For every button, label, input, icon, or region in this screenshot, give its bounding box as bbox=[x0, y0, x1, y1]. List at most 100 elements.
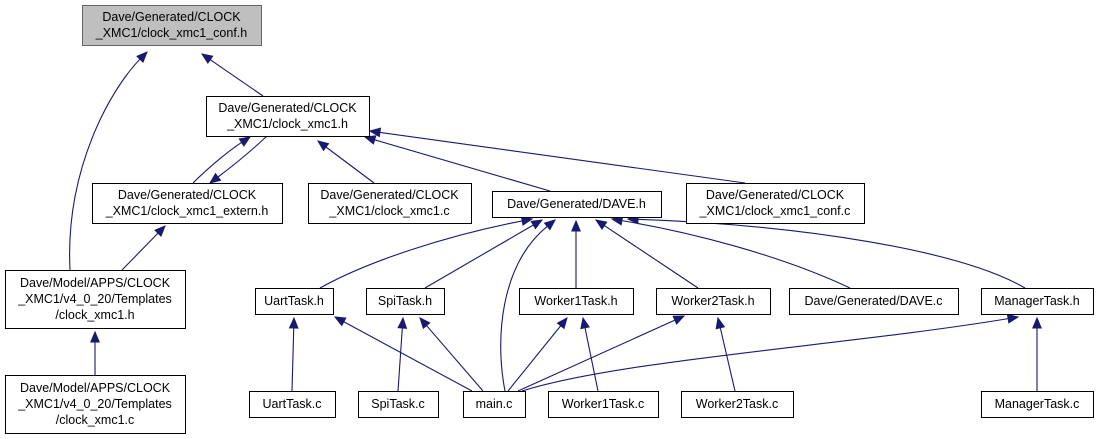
node-worker2task_h[interactable]: Worker2Task.h bbox=[656, 288, 771, 315]
node-box bbox=[255, 288, 334, 315]
edge-line bbox=[325, 146, 375, 184]
edge-line bbox=[424, 224, 534, 289]
arrowhead-icon bbox=[580, 316, 590, 330]
edge-clock_xmc1_h-to-clock_xmc1_extern_h bbox=[208, 135, 268, 184]
node-label-line: Worker1Task.c bbox=[562, 397, 644, 411]
arrowhead-icon bbox=[397, 316, 408, 329]
edge-line bbox=[379, 131, 746, 184]
node-clock_xmc1_extern_h[interactable]: Dave/Generated/CLOCK_XMC1/clock_xmc1_ext… bbox=[92, 183, 283, 224]
node-layer: Dave/Generated/CLOCK _XMC1/clock_xmc1_con… bbox=[5, 5, 1094, 434]
edge-line bbox=[500, 225, 548, 392]
arrowhead-icon bbox=[419, 317, 431, 330]
arrowhead-icon bbox=[1006, 313, 1020, 324]
node-label-line: Dave/Generated/CLOCK bbox=[218, 101, 357, 115]
edge-line bbox=[521, 318, 1009, 392]
node-clock_xmc1_h[interactable]: Dave/Generated/CLOCK_XMC1/clock_xmc1.h bbox=[206, 96, 370, 137]
edge-dave_c-to-dave_h bbox=[610, 215, 851, 289]
node-spitask_h[interactable]: SpiTask.h bbox=[366, 288, 445, 315]
edge-templates_clock_xmc1_c-to-templates_clock_xmc1_h bbox=[90, 330, 100, 375]
node-clock_xmc1_conf_c[interactable]: Dave/Generated/CLOCK_XMC1/clock_xmc1_con… bbox=[686, 183, 865, 224]
node-label-line: Worker2Task.h bbox=[671, 294, 754, 308]
arrowhead-icon bbox=[238, 136, 252, 147]
node-label-line: Dave/Generated/CLOCK bbox=[118, 188, 257, 202]
edge-main_c-to-managertask_h bbox=[521, 313, 1020, 392]
node-worker1task_c[interactable]: Worker1Task.c bbox=[548, 391, 659, 418]
edge-line bbox=[217, 135, 268, 178]
node-label-line: SpiTask.h bbox=[378, 294, 432, 308]
arrowhead-icon bbox=[154, 225, 166, 237]
node-label-line: Dave/Model/APPS/CLOCK bbox=[20, 276, 171, 290]
arrowhead-icon bbox=[363, 135, 377, 145]
edge-worker2task_h-to-dave_h bbox=[594, 219, 699, 289]
node-templates_clock_xmc1_c[interactable]: Dave/Model/APPS/CLOCK_XMC1/v4_0_20/Templ… bbox=[5, 375, 186, 434]
node-dave_c[interactable]: Dave/Generated/DAVE.c bbox=[789, 288, 959, 315]
edge-clock_xmc1_extern_h-to-clock_xmc1_h bbox=[192, 136, 252, 184]
edge-uarttask_c-to-uarttask_h bbox=[288, 316, 299, 392]
edge-clock_xmc1_conf_c-to-clock_xmc1_h bbox=[368, 127, 746, 184]
node-label-line: Dave/Generated/CLOCK bbox=[706, 188, 845, 202]
node-main_c[interactable]: main.c bbox=[463, 391, 526, 418]
node-spitask_c[interactable]: SpiTask.c bbox=[358, 391, 439, 418]
edge-layer bbox=[69, 51, 1042, 392]
node-box bbox=[5, 270, 186, 329]
node-worker2task_c[interactable]: Worker2Task.c bbox=[681, 391, 794, 418]
node-uarttask_c[interactable]: UartTask.c bbox=[249, 391, 336, 418]
arrowhead-icon bbox=[136, 51, 148, 63]
arrowhead-icon bbox=[316, 140, 330, 152]
node-managertask_c[interactable]: ManagerTask.c bbox=[981, 391, 1094, 418]
arrowhead-icon bbox=[672, 315, 686, 325]
arrowhead-icon bbox=[715, 316, 726, 330]
edge-line bbox=[426, 325, 484, 392]
node-box bbox=[92, 183, 283, 224]
node-box bbox=[463, 391, 526, 418]
node-dave_h[interactable]: Dave/Generated/DAVE.h bbox=[492, 191, 662, 218]
node-label-line: /clock_xmc1.h bbox=[55, 308, 134, 322]
edge-main_c-to-dave_h bbox=[500, 219, 556, 392]
edge-line bbox=[69, 58, 141, 271]
node-worker1task_h[interactable]: Worker1Task.h bbox=[519, 288, 634, 315]
edge-line bbox=[517, 319, 676, 392]
node-uarttask_h[interactable]: UartTask.h bbox=[255, 288, 334, 315]
edge-line bbox=[604, 225, 699, 289]
arrowhead-icon bbox=[520, 216, 534, 226]
edge-line bbox=[319, 220, 523, 289]
arrowhead-icon bbox=[200, 53, 214, 65]
arrowhead-icon bbox=[571, 219, 581, 232]
node-box bbox=[981, 391, 1094, 418]
arrowhead-icon bbox=[90, 330, 100, 343]
edge-line bbox=[192, 141, 242, 184]
edge-main_c-to-uarttask_h bbox=[333, 316, 473, 392]
edge-line bbox=[121, 232, 159, 271]
node-label-line: Dave/Model/APPS/CLOCK bbox=[20, 381, 171, 395]
edge-line bbox=[374, 139, 551, 192]
node-label-line: Dave/Generated/DAVE.h bbox=[507, 197, 646, 211]
node-label-line: Dave/Generated/CLOCK bbox=[320, 188, 459, 202]
node-templates_clock_xmc1_h[interactable]: Dave/Model/APPS/CLOCK_XMC1/v4_0_20/Templ… bbox=[5, 270, 186, 329]
node-label-line: ManagerTask.h bbox=[994, 294, 1080, 308]
node-clock_xmc1_conf_h[interactable]: Dave/Generated/CLOCK _XMC1/clock_xmc1_con… bbox=[82, 5, 262, 46]
edge-worker1task_c-to-worker1task_h bbox=[580, 316, 599, 392]
node-label-line: Dave/Generated/CLOCK bbox=[102, 10, 241, 24]
edge-worker1task_h-to-dave_h bbox=[571, 219, 581, 288]
node-box bbox=[519, 288, 634, 315]
edge-clock_xmc1_h-to-clock_xmc1_conf_h bbox=[200, 53, 264, 97]
edge-line bbox=[291, 327, 295, 392]
edge-spitask_c-to-spitask_h bbox=[397, 316, 408, 392]
node-clock_xmc1_c[interactable]: Dave/Generated/CLOCK_XMC1/clock_xmc1.c bbox=[308, 183, 472, 224]
node-label-line: Worker2Task.c bbox=[696, 397, 778, 411]
arrowhead-icon bbox=[530, 219, 544, 230]
edge-line bbox=[343, 321, 473, 392]
node-label-line: /clock_xmc1.c bbox=[56, 413, 135, 427]
node-label-line: Dave/Generated/DAVE.c bbox=[804, 294, 942, 308]
node-box bbox=[366, 288, 445, 315]
node-managertask_h[interactable]: ManagerTask.h bbox=[981, 288, 1094, 315]
node-box bbox=[82, 5, 262, 46]
edge-templates_clock_xmc1_h-to-clock_xmc1_extern_h bbox=[121, 225, 166, 271]
edge-line bbox=[637, 218, 1026, 289]
edge-line bbox=[719, 327, 736, 392]
edge-templates_clock_xmc1_h-to-clock_xmc1_conf_h bbox=[69, 51, 148, 271]
edge-main_c-to-spitask_h bbox=[419, 317, 484, 392]
edge-line bbox=[621, 220, 851, 289]
node-box bbox=[789, 288, 959, 315]
node-label-line: _XMC1/clock_xmc1_conf.h bbox=[95, 26, 248, 40]
